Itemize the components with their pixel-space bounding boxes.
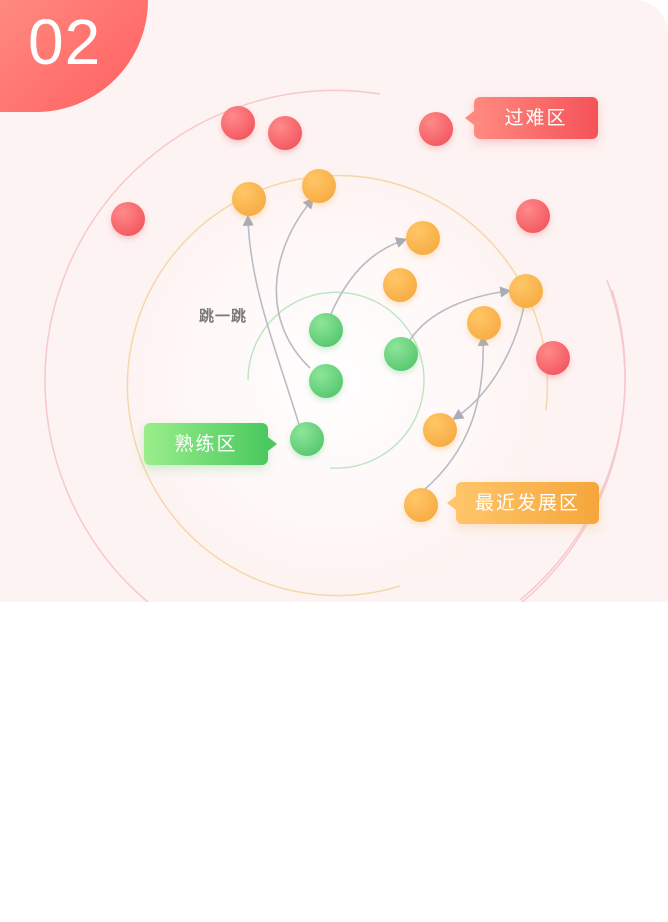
proximal-zone-label: 最近发展区 (447, 482, 599, 524)
proximal-zone-dot (467, 306, 501, 340)
ring-proximal-zone (126, 174, 549, 597)
ring-hard-zone-lower (519, 289, 626, 601)
arrow-green-to-orange (329, 237, 408, 317)
arrow-green-to-right (409, 286, 512, 341)
arrow-green-to-top (275, 197, 315, 369)
step-badge: 02 (0, 0, 148, 112)
proximal-zone-dot (404, 488, 438, 522)
comfort-zone-dot (309, 364, 343, 398)
hard-zone-dot (516, 199, 550, 233)
proximal-zone-dot (406, 221, 440, 255)
comfort-zone-dot (384, 337, 418, 371)
proximal-zone-dot (232, 182, 266, 216)
proximal-zone-dot (383, 268, 417, 302)
hard-zone-label: 过难区 (465, 97, 598, 139)
hard-zone-dot (221, 106, 255, 140)
hard-zone-dot (419, 112, 453, 146)
proximal-zone-dot (423, 413, 457, 447)
hard-zone-dot (536, 341, 570, 375)
hard-zone-dot (268, 116, 302, 150)
arrow-green-to-top-left (242, 214, 301, 429)
ring-comfort-zone (247, 291, 425, 469)
step-number: 02 (28, 6, 102, 78)
arrow-bottom-to-mid (423, 334, 489, 491)
comfort-zone-label: 熟练区 (144, 423, 277, 465)
hard-zone-dot (111, 202, 145, 236)
proximal-zone-dot (509, 274, 543, 308)
comfort-zone-dot (309, 313, 343, 347)
proximal-zone-dot (302, 169, 336, 203)
diagram-panel: 02 (0, 0, 668, 602)
comfort-zone-dot (290, 422, 324, 456)
arrow-right-to-lower (452, 305, 525, 420)
jump-label: 跳一跳 (199, 307, 248, 325)
